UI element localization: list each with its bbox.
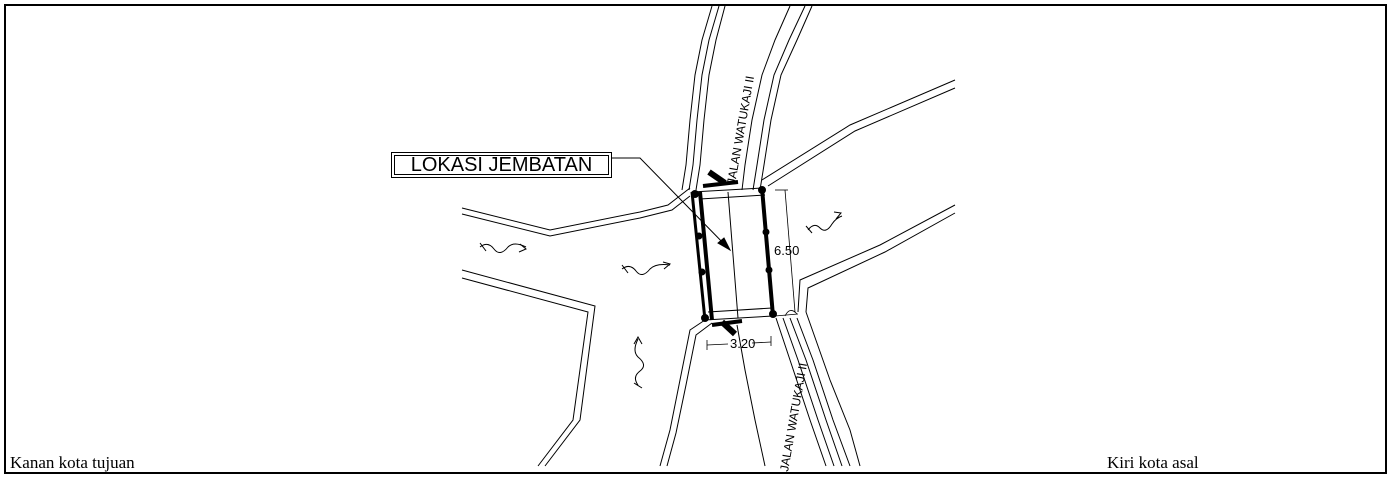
- road-south: [659, 317, 851, 467]
- right-corner-label: Kiri kota asal: [1107, 453, 1199, 472]
- road-east-lower: [797, 204, 956, 467]
- flow-arrow-icon: [633, 335, 644, 389]
- flow-arrow-icon: [805, 211, 843, 234]
- road-east-upper: [761, 79, 956, 187]
- callout-inner-border: [394, 155, 609, 175]
- flow-arrow-icon: [621, 261, 672, 275]
- bridge-posts: [691, 186, 777, 322]
- dimension-width: 3.20: [730, 336, 755, 351]
- callout-leader: [612, 157, 732, 252]
- road-north: [681, 5, 813, 191]
- road-west-upper: [461, 187, 691, 237]
- road-west-lower: [461, 269, 596, 467]
- road-name-north: JALAN WATUKAJI II: [724, 75, 757, 186]
- bridge-deck: [690, 169, 775, 337]
- callout-label: LOKASI JEMBATAN: [410, 154, 593, 176]
- flow-arrow-icon: [479, 242, 527, 253]
- dimension-lines: [706, 189, 799, 350]
- bridge-location-callout: LOKASI JEMBATAN: [391, 152, 612, 178]
- dimension-length: 6.50: [774, 243, 799, 258]
- left-corner-label: Kanan kota tujuan: [10, 453, 135, 472]
- road-name-south: JALAN WATUKAJI II: [777, 362, 810, 473]
